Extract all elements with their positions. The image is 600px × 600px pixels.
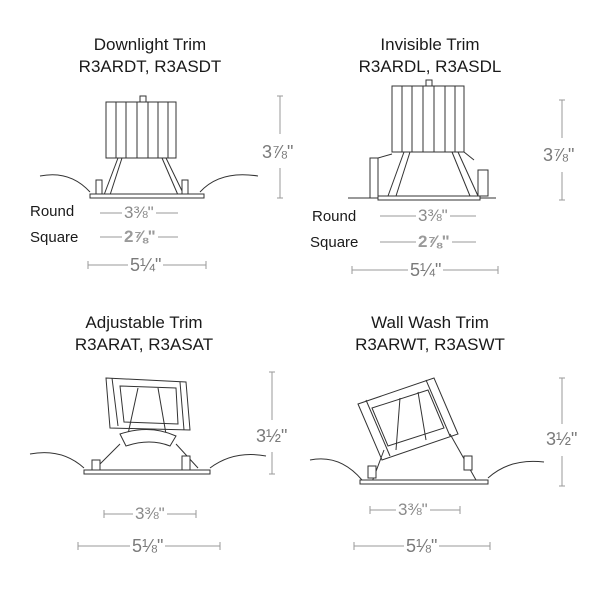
trim-name: Wall Wash Trim: [371, 313, 489, 332]
panel-adjustable-trim: Adjustable Trim R3ARAT, R3ASAT: [0, 300, 300, 600]
model-numbers: R3ARWT, R3ASWT: [355, 335, 505, 354]
model-numbers: R3ARDT, R3ASDT: [78, 57, 222, 76]
panel-title: Wall Wash Trim R3ARWT, R3ASWT: [280, 312, 580, 356]
panel-title: Downlight Trim R3ARDT, R3ASDT: [0, 34, 300, 78]
trim-name: Invisible Trim: [380, 35, 480, 54]
panel-wall-wash-trim: Wall Wash Trim R3ARWT, R3ASWT: [300, 300, 600, 600]
square-label: Square: [30, 229, 79, 246]
round-label: Round: [312, 208, 357, 225]
inner-dimension: 3⅜": [396, 500, 430, 519]
model-numbers: R3ARAT, R3ASAT: [74, 335, 214, 354]
overall-dimension: 5⅛": [130, 536, 166, 556]
inner-dimension: 3⅜": [133, 504, 167, 523]
panel-invisible-trim: Invisible Trim R3ARDL, R3ASDL: [300, 0, 600, 300]
panel-title: Adjustable Trim R3ARAT, R3ASAT: [0, 312, 294, 356]
panel-title: Invisible Trim R3ARDL, R3ASDL: [280, 34, 580, 78]
square-dimension: 2⅞": [122, 227, 158, 246]
height-dimension: 3½": [546, 429, 578, 449]
height-dimension: 3⅞": [543, 145, 575, 165]
wall-wash-trim-drawing: [309, 377, 565, 550]
trim-name: Downlight Trim: [93, 35, 207, 54]
overall-dimension: 5⅛": [404, 536, 440, 556]
round-dimension: 3⅜": [122, 203, 156, 222]
panel-downlight-trim: Downlight Trim R3ARDT, R3ASDT: [0, 0, 300, 300]
height-dimension: 3⅞": [262, 142, 294, 162]
trim-name: Adjustable Trim: [85, 313, 203, 332]
square-label: Square: [310, 234, 359, 251]
square-dimension: 2⅞": [416, 232, 452, 251]
round-label: Round: [30, 203, 75, 220]
model-numbers: R3ARDL, R3ASDL: [358, 57, 502, 76]
round-dimension: 3⅜": [416, 206, 450, 225]
downlight-trim-drawing: [39, 95, 283, 269]
overall-dimension: 5¼": [128, 255, 164, 275]
overall-dimension: 5¼": [408, 260, 444, 280]
adjustable-trim-drawing: [29, 371, 275, 550]
height-dimension: 3½": [256, 426, 288, 446]
